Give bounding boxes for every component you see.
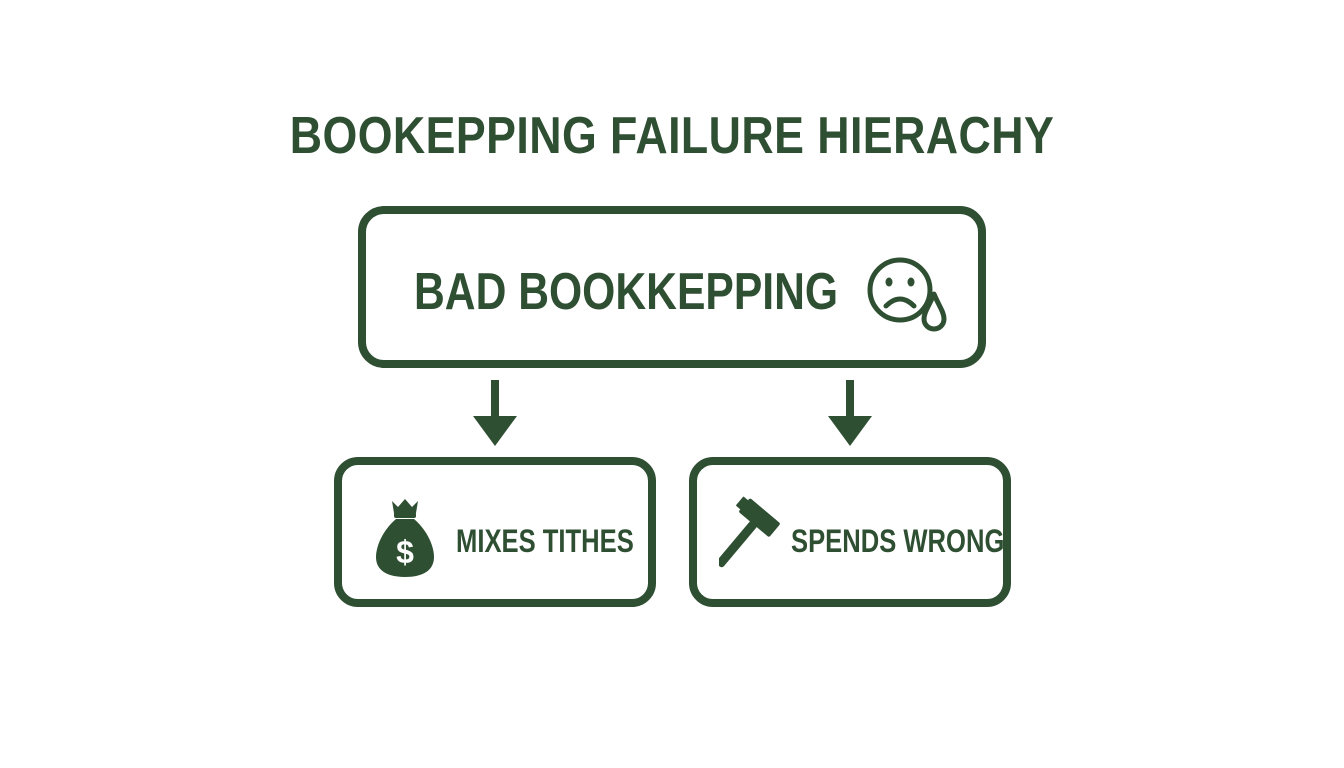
hammer-icon [719,496,780,568]
sad-face-tear-icon [867,257,947,332]
child-node-label: SPENDS WRONG [791,523,1005,559]
child-node-spends-wrong: SPENDS WRONG [689,457,1011,607]
svg-text:$: $ [396,534,414,570]
diagram-title: BOOKEPPING FAILURE HIERACHY [289,107,1055,165]
child-node-label: MIXES TITHES [456,523,634,559]
arrow-down-left [473,380,517,446]
money-bag-icon: $ [376,499,434,577]
root-node: BAD BOOKKEPPING [358,206,986,368]
root-node-label: BAD BOOKKEPPING [414,263,839,321]
child-node-mixes-tithes: $ MIXES TITHES [334,457,656,607]
arrow-down-right [828,380,872,446]
